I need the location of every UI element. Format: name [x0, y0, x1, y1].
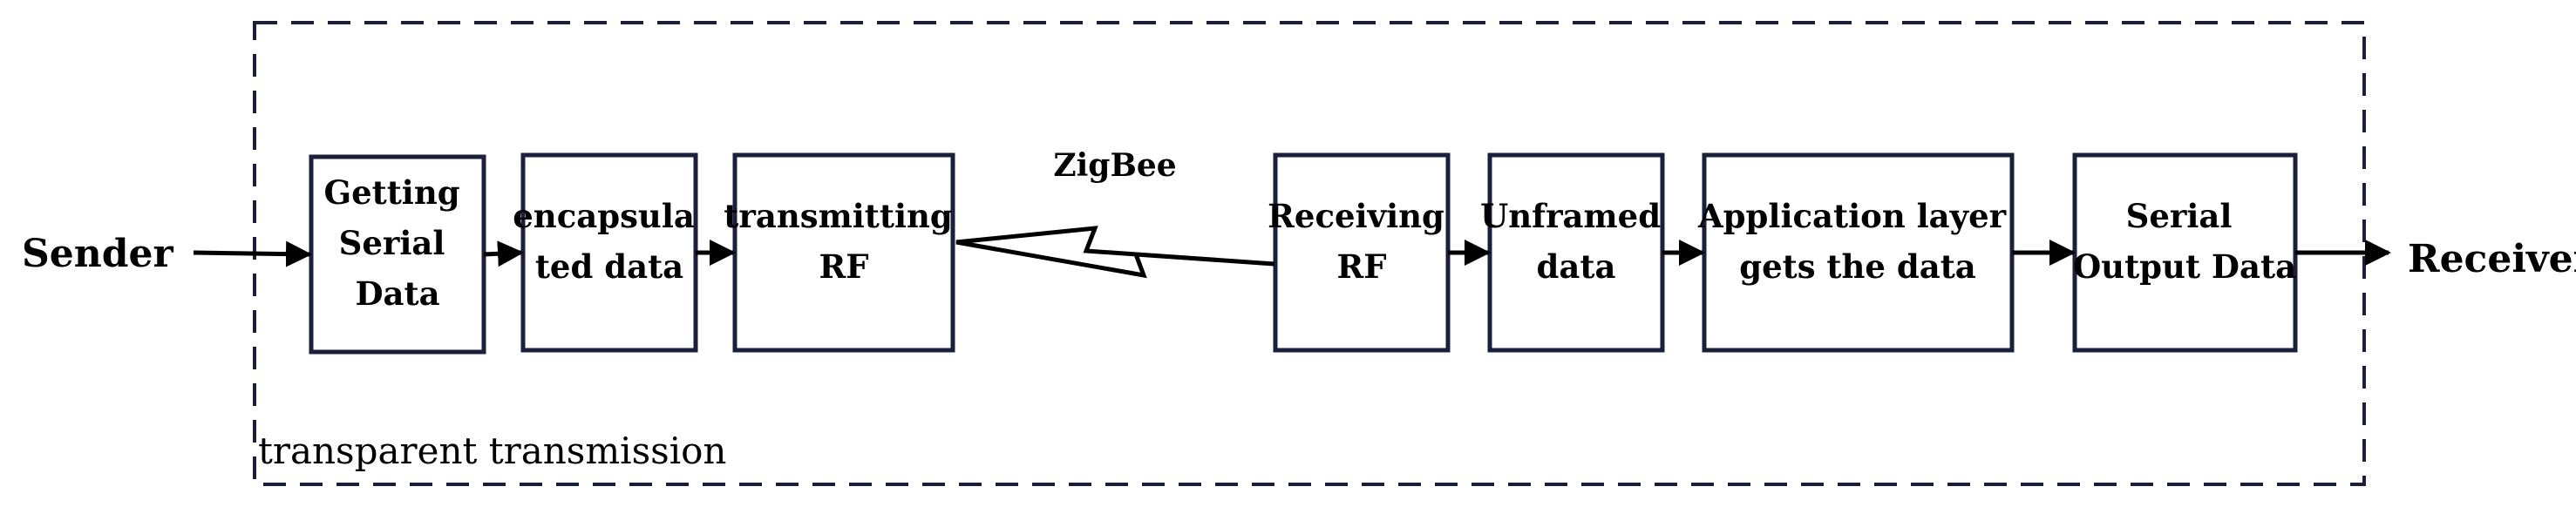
- frame-label: transparent transmission: [258, 429, 726, 472]
- arrow-serial-to-encapsulated: [483, 240, 524, 267]
- zigbee-label: ZigBee: [1053, 147, 1176, 184]
- getting-serial-data-box-text: Getting Serial Data: [323, 173, 471, 313]
- serial-output-data-box-text: Serial Output Data: [2073, 197, 2296, 286]
- encapsulated-data-box-text: encapsula ted data: [513, 197, 705, 286]
- wireless-link-icon: [955, 226, 1275, 279]
- unframed-data-box: [1487, 152, 1665, 353]
- transmitting-rf-box-text: transmitting RF: [724, 197, 963, 286]
- application-layer-box: [1702, 152, 2015, 353]
- flow-arrows: [193, 240, 2391, 267]
- receiving-rf-box-text: Receiving RF: [1268, 197, 1456, 286]
- getting-serial-data-box: [309, 154, 486, 355]
- receiver-label: Receiver: [2408, 237, 2576, 281]
- receiving-rf-box: [1273, 152, 1451, 353]
- unframed-data-box-text: Unframed data: [1480, 197, 1672, 286]
- sender-arrow: [193, 240, 312, 267]
- process-boxes: Getting Serial Data encapsula ted data t…: [309, 152, 2298, 355]
- sender-label: Sender: [22, 232, 174, 276]
- transmitting-rf-box: [732, 152, 955, 353]
- application-layer-box-text: Application layer gets the data: [1697, 197, 2017, 286]
